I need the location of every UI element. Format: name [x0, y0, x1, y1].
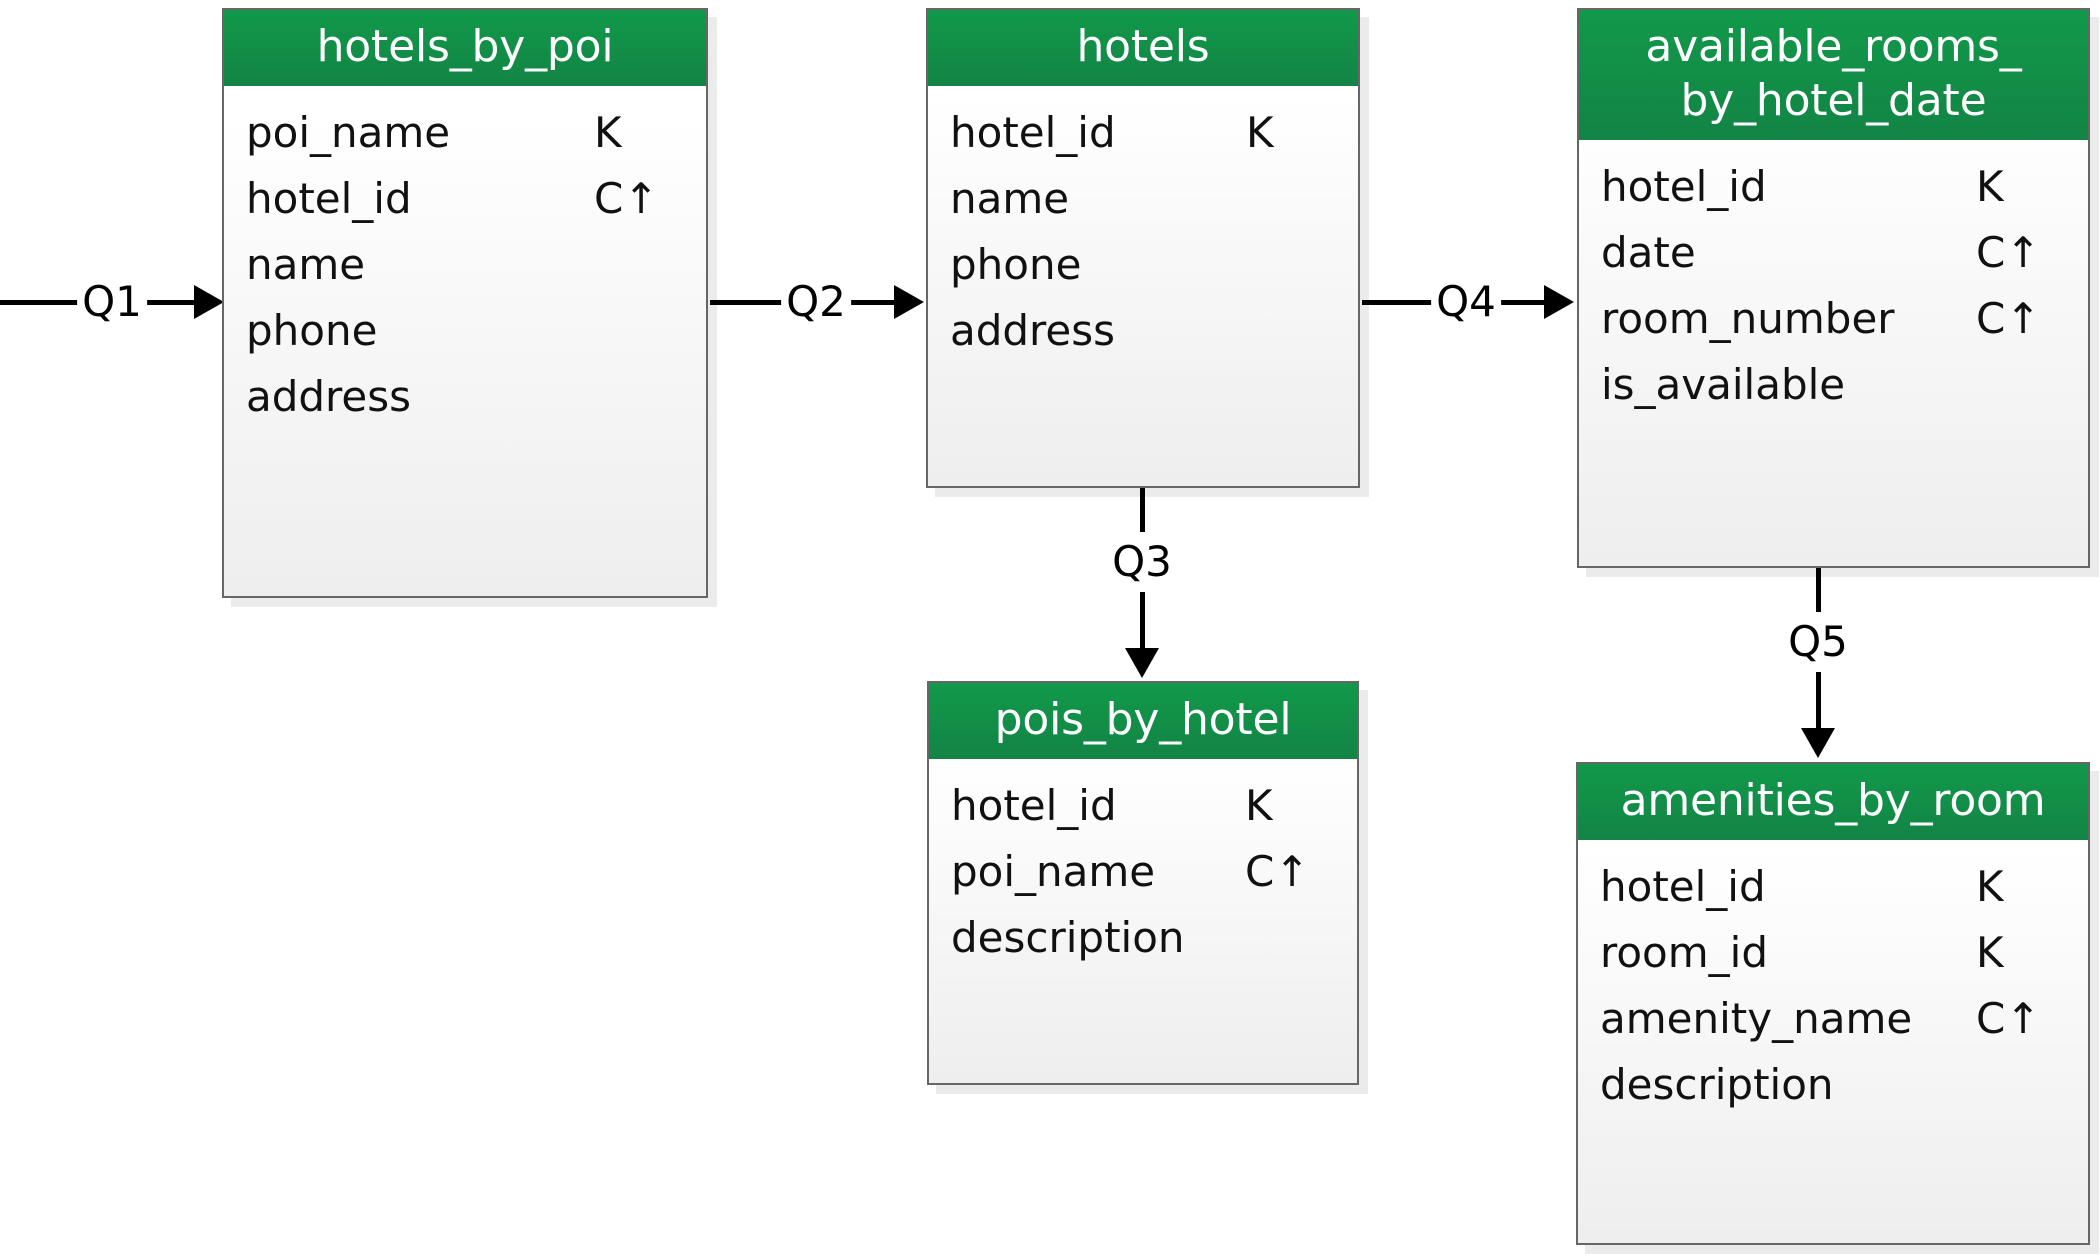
field-key-marker: K: [1246, 108, 1274, 157]
field-name: address: [246, 372, 412, 421]
field-name: name: [246, 240, 366, 289]
table-available-rooms-by-hotel-date[interactable]: available_rooms_ by_hotel_date hotel_id …: [1577, 8, 2090, 568]
field-key-marker: K: [1245, 781, 1273, 830]
edge-q2-line-right: [844, 300, 896, 305]
field-key-marker: C↑: [1976, 228, 2041, 277]
field-name: date: [1601, 228, 1696, 277]
field-name: hotel_id: [951, 781, 1117, 830]
table-amenities-by-room[interactable]: amenities_by_room hotel_id K room_id K a…: [1576, 762, 2090, 1245]
table-amenities-by-room-fields: hotel_id K room_id K amenity_name C↑ des…: [1578, 840, 2088, 1128]
table-hotels-fields: hotel_id K name phone address: [928, 86, 1358, 374]
field-row: room_number C↑: [1579, 286, 2088, 352]
table-hotels-by-poi-fields: poi_name K hotel_id C↑ name phone addres…: [224, 86, 706, 440]
field-row: amenity_name C↑: [1578, 986, 2088, 1052]
field-row: description: [929, 905, 1357, 971]
edge-q4-line-left: [1362, 300, 1438, 305]
field-row: name: [224, 232, 706, 298]
edge-q1-line-left: [0, 300, 84, 305]
edge-q2-arrowhead: [894, 285, 924, 319]
field-key-marker: K: [594, 108, 622, 157]
field-key-marker: K: [1976, 862, 2004, 911]
field-name: hotel_id: [246, 174, 412, 223]
field-row: hotel_id K: [1579, 154, 2088, 220]
field-name: poi_name: [951, 847, 1156, 896]
table-hotels-title: hotels: [928, 10, 1358, 86]
table-pois-by-hotel-fields: hotel_id K poi_name C↑ description: [929, 759, 1357, 981]
table-available-rooms-by-hotel-date-title: available_rooms_ by_hotel_date: [1579, 10, 2088, 140]
field-name: hotel_id: [950, 108, 1116, 157]
field-row: address: [224, 364, 706, 430]
field-row: phone: [224, 298, 706, 364]
field-name: poi_name: [246, 108, 451, 157]
edge-q5-line-top: [1816, 568, 1821, 612]
table-hotels-by-poi-title: hotels_by_poi: [224, 10, 706, 86]
field-row: hotel_id C↑: [224, 166, 706, 232]
field-row: date C↑: [1579, 220, 2088, 286]
table-amenities-by-room-title: amenities_by_room: [1578, 764, 2088, 840]
field-name: is_available: [1601, 360, 1846, 409]
field-row: hotel_id K: [929, 773, 1357, 839]
field-name: name: [950, 174, 1070, 223]
field-name: room_number: [1601, 294, 1895, 343]
edge-q1-line-right: [140, 300, 196, 305]
edge-q2-line-left: [710, 300, 788, 305]
field-row: hotel_id K: [1578, 854, 2088, 920]
field-row: poi_name C↑: [929, 839, 1357, 905]
field-key-marker: C↑: [1245, 847, 1310, 896]
edge-q3: Q3: [1107, 488, 1177, 682]
edge-q4-line-right: [1494, 300, 1546, 305]
edge-q1: Q1: [0, 278, 224, 326]
edge-q5-label: Q5: [1783, 621, 1853, 663]
edge-q1-arrowhead: [194, 285, 224, 319]
edge-q2: Q2: [710, 278, 928, 326]
edge-q1-label: Q1: [77, 281, 147, 323]
field-name: hotel_id: [1601, 162, 1767, 211]
field-name: phone: [950, 240, 1082, 289]
edge-q3-line-top: [1140, 488, 1145, 532]
edge-q3-line-bottom: [1140, 592, 1145, 650]
table-available-rooms-by-hotel-date-fields: hotel_id K date C↑ room_number C↑ is_ava…: [1579, 140, 2088, 428]
field-row: poi_name K: [224, 100, 706, 166]
field-name: phone: [246, 306, 378, 355]
field-row: name: [928, 166, 1358, 232]
edge-q5-arrowhead: [1801, 728, 1835, 758]
edge-q4-label: Q4: [1431, 281, 1501, 323]
field-key-marker: C↑: [1976, 994, 2041, 1043]
edge-q4-arrowhead: [1544, 285, 1574, 319]
field-name: address: [950, 306, 1116, 355]
field-key-marker: K: [1976, 162, 2004, 211]
edge-q4: Q4: [1362, 278, 1578, 326]
field-name: room_id: [1600, 928, 1768, 977]
edge-q3-label: Q3: [1107, 541, 1177, 583]
edge-q5: Q5: [1783, 568, 1853, 762]
table-hotels[interactable]: hotels hotel_id K name phone address: [926, 8, 1360, 488]
table-hotels-by-poi[interactable]: hotels_by_poi poi_name K hotel_id C↑ nam…: [222, 8, 708, 598]
field-key-marker: K: [1976, 928, 2004, 977]
field-name: description: [951, 913, 1185, 962]
field-key-marker: C↑: [1976, 294, 2041, 343]
edge-q3-arrowhead: [1125, 648, 1159, 678]
field-name: amenity_name: [1600, 994, 1913, 1043]
field-name: description: [1600, 1060, 1834, 1109]
field-row: description: [1578, 1052, 2088, 1118]
table-pois-by-hotel[interactable]: pois_by_hotel hotel_id K poi_name C↑ des…: [927, 681, 1359, 1085]
field-key-marker: C↑: [594, 174, 659, 223]
field-row: hotel_id K: [928, 100, 1358, 166]
field-row: is_available: [1579, 352, 2088, 418]
field-row: address: [928, 298, 1358, 364]
edge-q5-line-bottom: [1816, 672, 1821, 730]
edge-q2-label: Q2: [781, 281, 851, 323]
field-row: room_id K: [1578, 920, 2088, 986]
field-name: hotel_id: [1600, 862, 1766, 911]
table-pois-by-hotel-title: pois_by_hotel: [929, 683, 1357, 759]
field-row: phone: [928, 232, 1358, 298]
